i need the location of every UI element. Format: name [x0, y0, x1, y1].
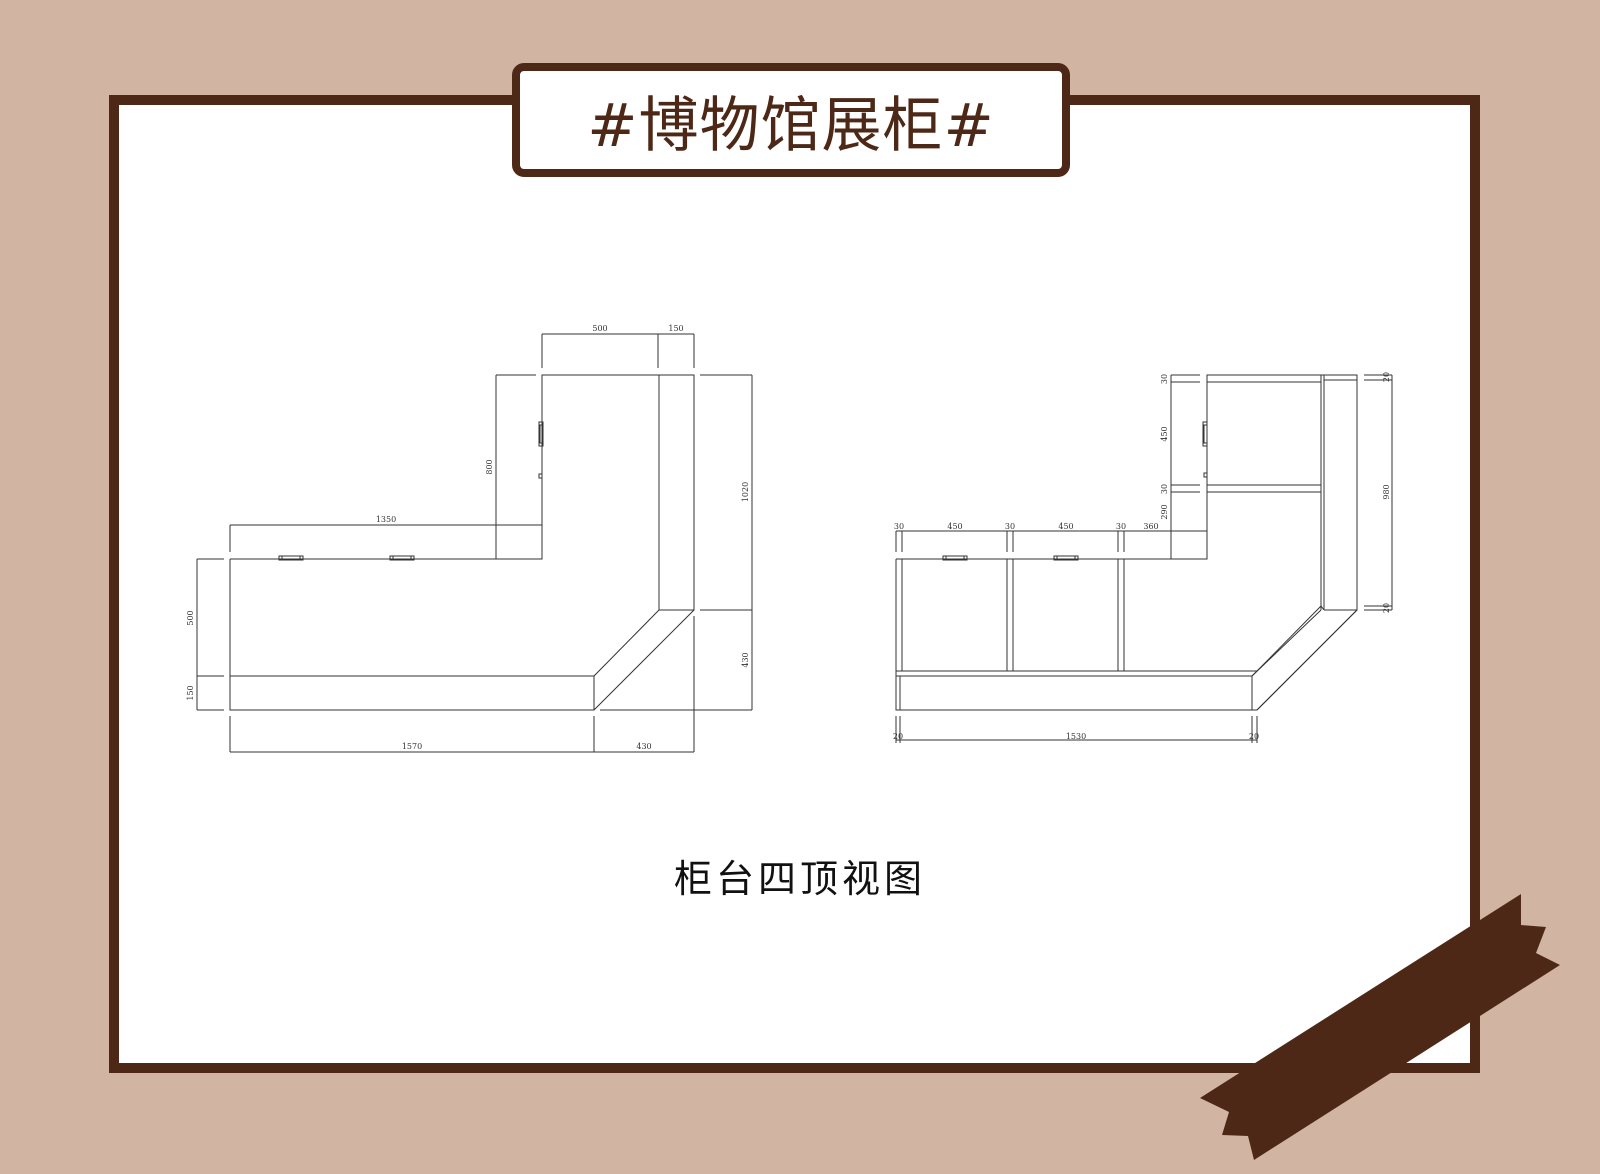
- dim-label: 980: [1382, 484, 1391, 499]
- counter-plan-overall: [196, 333, 753, 753]
- dim-label: 1020: [741, 482, 750, 502]
- dim-label: 430: [636, 742, 651, 751]
- dim-label: 20: [1249, 732, 1259, 741]
- title-banner: #博物馆展柜#: [512, 63, 1070, 177]
- dim-label: 30: [1116, 522, 1126, 531]
- drawing-caption: 柜台四顶视图: [673, 857, 926, 901]
- dim-label: 1530: [1066, 732, 1086, 741]
- dim-label: 20: [893, 732, 903, 741]
- drawing-frame: [109, 95, 1480, 1073]
- dim-label: 450: [1160, 426, 1169, 441]
- dim-label: 20: [1382, 603, 1391, 613]
- dim-label: 30: [1005, 522, 1015, 531]
- dim-label: 430: [741, 652, 750, 667]
- dim-label: 1570: [402, 742, 422, 751]
- dim-label: 30: [1160, 484, 1169, 494]
- dim-label: 500: [592, 324, 607, 333]
- dim-label: 150: [668, 324, 683, 333]
- dim-label: 450: [947, 522, 962, 531]
- dim-label: 20: [1382, 372, 1391, 382]
- dim-label: 360: [1143, 522, 1158, 531]
- dim-label: 150: [186, 685, 195, 700]
- counter-plan-structure: [895, 374, 1393, 743]
- dim-label: 500: [186, 610, 195, 625]
- page-title: #博物馆展柜#: [587, 90, 995, 161]
- dim-label: 290: [1160, 504, 1169, 519]
- dim-label: 800: [485, 459, 494, 474]
- dim-label: 1350: [376, 515, 396, 524]
- dim-label: 30: [894, 522, 904, 531]
- dim-label: 450: [1058, 522, 1073, 531]
- dim-label: 30: [1160, 374, 1169, 384]
